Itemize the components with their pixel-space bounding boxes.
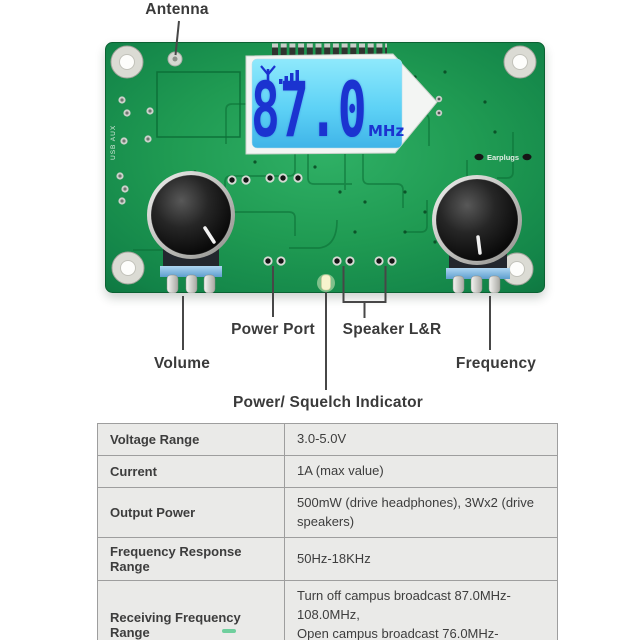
usb-aux-silkscreen-text: USB AUX [110,125,117,160]
speaker-lr-label: Speaker L&R [342,321,442,338]
antenna-pad [167,51,183,67]
spec-label: Voltage Range [97,423,285,456]
spec-value: 3.0-5.0V [284,423,558,456]
spec-label: Frequency Response Range [97,537,285,582]
power-port-pads [263,256,286,266]
mounting-holes [110,45,537,286]
power-squelch-label: Power/ Squelch Indicator [233,394,423,411]
spec-value: 1A (max value) [284,454,558,488]
pcb-board: USB AUX [105,42,545,293]
frequency-label: Frequency [455,355,537,372]
spec-label: Output Power [97,486,285,539]
speaker-right-pads [374,256,397,266]
silkscreen-outline [156,71,241,138]
mounting-hole [111,251,145,285]
power-port-label: Power Port [231,321,315,338]
volume-knob-indicator [203,226,216,244]
frequency-knob-indicator [476,235,482,255]
lcd-frequency-unit: MHz [368,122,405,140]
volume-label: Volume [153,355,211,372]
antenna-signal-bars-icon [260,65,299,85]
mounting-hole [503,45,537,79]
spec-label: Receiving Frequency Range [97,580,285,640]
mid-board-pads [227,173,303,185]
antenna-label: Antenna [145,1,209,18]
lcd-tip-pads [435,95,443,117]
spec-value: 500mW (drive headphones), 3Wx2 (drive sp… [284,486,558,539]
left-edge-pads [116,96,154,205]
earplugs-silkscreen: Earplugs [474,153,532,162]
earplugs-silkscreen-text: Earplugs [487,153,519,162]
photo-artifact [222,629,236,633]
spec-value: Turn off campus broadcast 87.0MHz-108.0M… [284,580,558,640]
power-squelch-led [317,274,335,292]
mounting-hole [110,45,144,79]
pcb-board-art: USB AUX [105,42,545,293]
spec-value: 50Hz-18KHz [284,537,558,582]
lcd-frequency-value: 87.0 [251,66,367,155]
lcd-module [245,53,438,155]
volume-knob [147,171,235,259]
spec-label: Current [97,454,285,488]
speaker-left-pads [332,256,355,266]
lcd-screen [251,58,403,149]
frequency-knob [432,175,522,265]
lcd-pin-header [272,43,387,57]
